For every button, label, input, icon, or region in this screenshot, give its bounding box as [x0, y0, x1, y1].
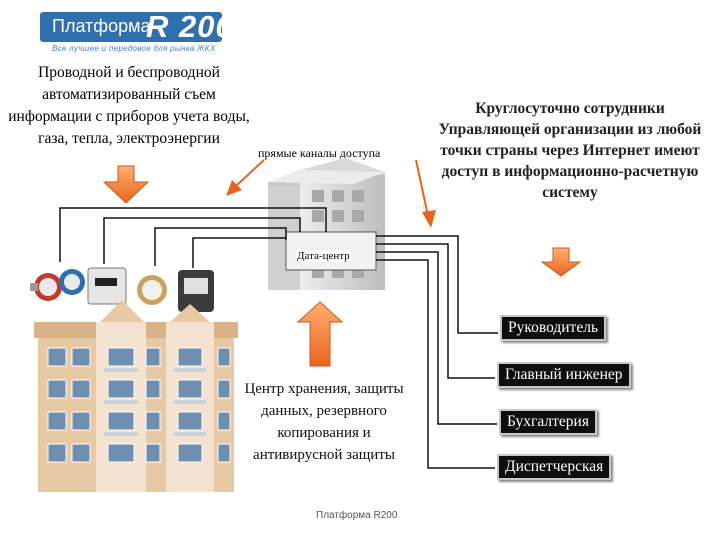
meter-water-blue-icon	[59, 269, 85, 295]
logo-mark: R 200	[146, 9, 234, 44]
role-box-dispatch: Диспетчерская	[497, 454, 612, 480]
storage-center-caption: Центр хранения, защиты данных, резервног…	[244, 381, 404, 463]
meter-water-icon	[30, 273, 62, 301]
block-arrow-up-center	[296, 301, 344, 367]
direct-channels-label: прямые каналы доступа	[258, 146, 381, 160]
meter-electricity-icon	[178, 270, 214, 312]
block-arrow-down-left	[102, 165, 150, 204]
footer-brand: Платформа R200	[316, 510, 398, 521]
connection-lines	[59, 207, 498, 469]
datacenter-label: Дата-центр	[296, 250, 351, 262]
logo-banner	[40, 12, 222, 42]
arrow-right-head	[422, 210, 436, 228]
role-box-chief-engineer: Главный инженер	[497, 362, 631, 388]
meter-heat-icon	[137, 275, 167, 305]
role-box-director: Руководитель	[500, 315, 607, 341]
meter-reading-caption: Проводной и беспроводной автоматизирован…	[8, 64, 250, 147]
block-arrow-down-right	[540, 247, 582, 277]
arrow-left-head	[226, 180, 242, 196]
logo-tagline: Все лучшее и передовое для рынка ЖКХ	[52, 44, 216, 53]
staff-access-caption: Круглосуточно сотрудники Управляющей орг…	[438, 100, 702, 201]
logo-name: Платформа	[52, 16, 151, 36]
access-arrows	[235, 159, 429, 217]
apartment-building-image	[34, 300, 238, 492]
datacenter-building	[268, 158, 385, 290]
role-box-accounting: Бухгалтерия	[499, 409, 597, 435]
meter-gas-icon	[87, 267, 127, 305]
